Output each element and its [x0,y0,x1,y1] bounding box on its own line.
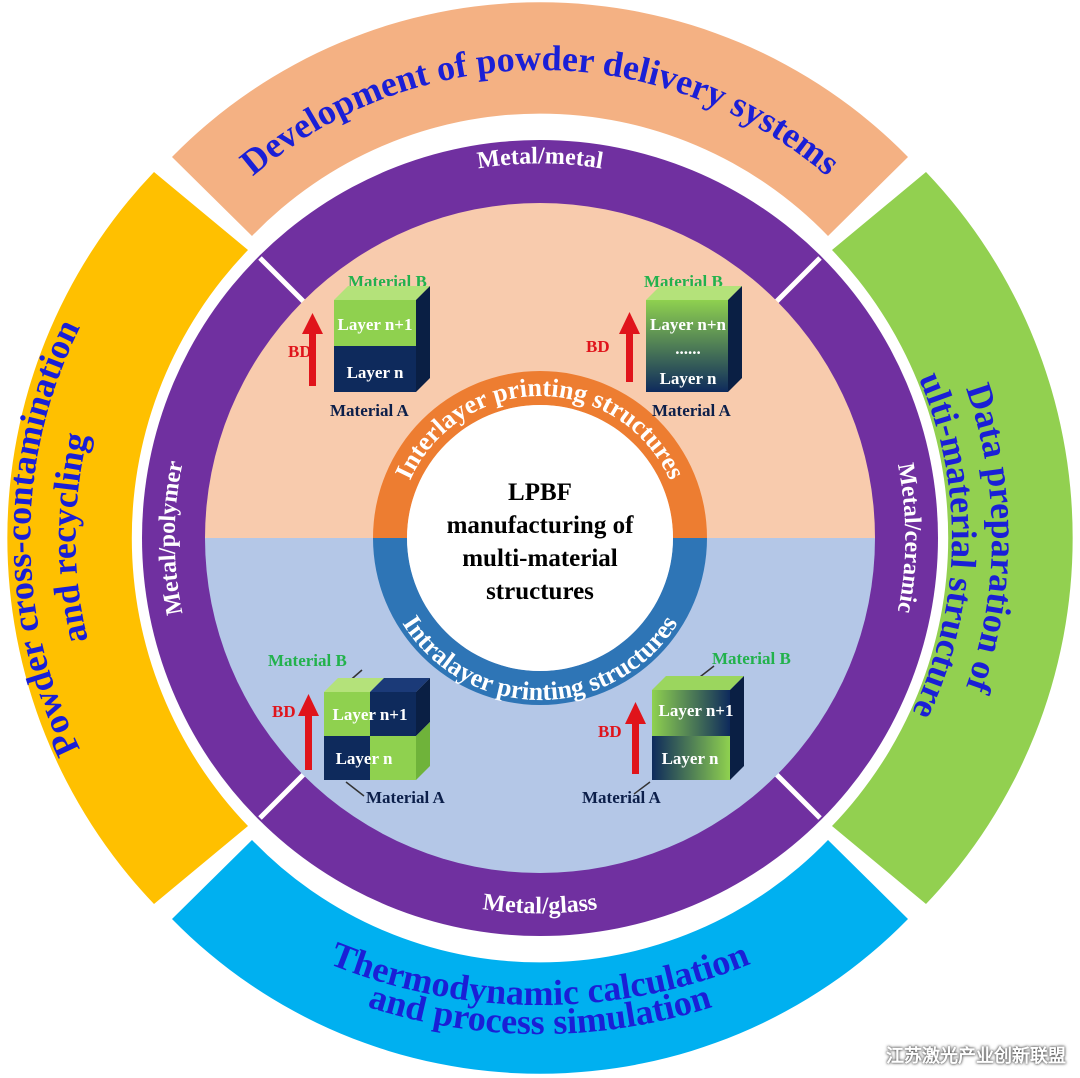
build-direction-arrow-icon [625,702,646,774]
layer-top-label: Layer n+1 [658,701,733,720]
layer-bottom-label: Layer n [660,369,717,388]
center-line-1: LPBF [508,479,572,506]
build-direction-arrow-icon [302,313,323,386]
layer-top-label: Layer n+1 [337,315,412,334]
outer-segment-bottom [172,840,908,1074]
ring-divider [258,770,308,820]
outer-segment-left [7,172,248,904]
outer-segment-top [172,2,908,236]
material-b-label: Material B [268,651,347,670]
build-direction-arrow-icon [298,694,319,770]
cube-intralayer-gradient: Material B Layer n+1 Layer n Material A … [582,649,791,807]
ring-divider [772,770,822,820]
ring-divider [258,256,308,306]
middle-top-label: Metal/metal [476,143,606,174]
inner-ring-bottom [373,538,707,705]
center-line-4: structures [486,578,594,605]
bd-label: BD [272,702,296,721]
cube-interlayer-gradient: Material B Layer n+n ...... Layer n Mate… [586,272,742,420]
material-a-label: Material A [652,401,732,420]
inner-ring-top [373,371,707,538]
build-direction-arrow-icon [619,312,640,382]
cube-interlayer-sharp: Material B Layer n+1 Layer n Material A … [288,272,430,420]
cube-intralayer-sharp: Material B Layer n+1 Layer n Material A … [268,651,446,807]
middle-bottom-label: Metal/glass [481,889,598,919]
layer-bottom-label: Layer n [347,363,404,382]
material-a-label: Material A [366,788,446,807]
layer-top-label: Layer n+n [650,315,727,334]
material-a-label: Material A [582,788,662,807]
layer-top-label: Layer n+1 [332,705,407,724]
center-line-3: multi-material [462,545,618,572]
layer-mid-label: ...... [675,339,701,358]
material-a-label: Material A [330,401,410,420]
bd-label: BD [598,722,622,741]
layer-bottom-label: Layer n [336,749,393,768]
center-disc [407,405,673,671]
bd-label: BD [288,342,312,361]
watermark: 江苏激光产业创新联盟 [886,1046,1066,1067]
ring-divider [772,256,822,306]
material-b-label: Material B [712,649,791,668]
outer-segment-right [832,172,1073,904]
bd-label: BD [586,337,610,356]
layer-bottom-label: Layer n [662,749,719,768]
center-line-2: manufacturing of [447,512,634,539]
